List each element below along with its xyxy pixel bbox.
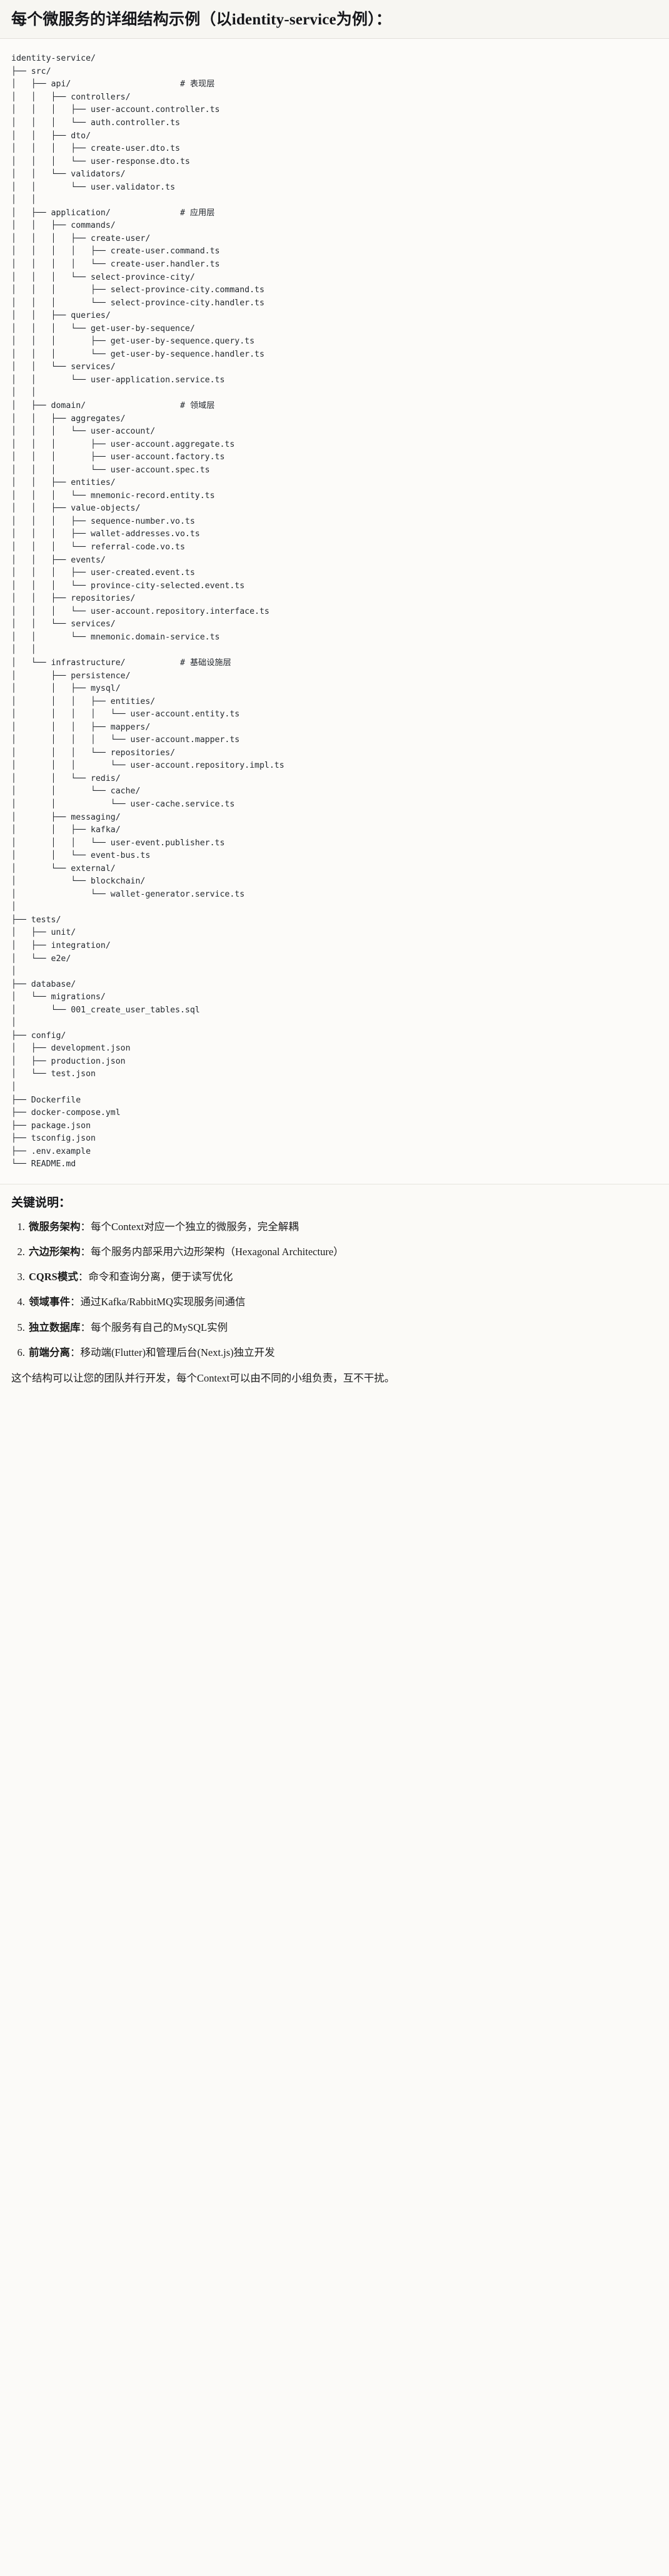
header: 每个微服务的详细结构示例（以identity-service为例）： xyxy=(0,0,669,39)
note-term: CQRS模式 xyxy=(29,1271,78,1283)
note-separator: ： xyxy=(70,1296,81,1308)
page-title: 每个微服务的详细结构示例（以identity-service为例）： xyxy=(11,11,392,28)
note-term: 前端分离 xyxy=(29,1346,70,1358)
note-description: 通过Kafka/RabbitMQ实现服务间通信 xyxy=(80,1296,246,1308)
note-term: 独立数据库 xyxy=(29,1321,81,1333)
note-term: 六边形架构 xyxy=(29,1245,81,1258)
list-item: 六边形架构：每个服务内部采用六边形架构（Hexagonal Architectu… xyxy=(28,1245,658,1259)
list-item: 领域事件：通过Kafka/RabbitMQ实现服务间通信 xyxy=(28,1295,658,1309)
list-item: 微服务架构：每个Context对应一个独立的微服务，完全解耦 xyxy=(28,1220,658,1234)
note-term: 微服务架构 xyxy=(29,1220,81,1233)
note-description: 移动端(Flutter)和管理后台(Next.js)独立开发 xyxy=(80,1346,275,1358)
note-description: 命令和查询分离，便于读写优化 xyxy=(88,1271,233,1283)
note-description: 每个Context对应一个独立的微服务，完全解耦 xyxy=(91,1220,299,1233)
page-root: 每个微服务的详细结构示例（以identity-service为例）： ident… xyxy=(0,0,669,1399)
closing-paragraph: 这个结构可以让您的团队并行开发，每个Context可以由不同的小组负责，互不干扰… xyxy=(11,1372,395,1385)
note-separator: ： xyxy=(80,1220,91,1233)
directory-tree-block: identity-service/ ├── src/ │ ├── api/ # … xyxy=(0,39,669,1184)
key-points-heading: 关键说明： xyxy=(11,1196,71,1209)
list-item: 独立数据库：每个服务有自己的MySQL实例 xyxy=(28,1321,658,1335)
note-separator: ： xyxy=(80,1321,91,1333)
list-item: CQRS模式：命令和查询分离，便于读写优化 xyxy=(28,1270,658,1284)
note-separator: ： xyxy=(70,1346,81,1358)
note-description: 每个服务有自己的MySQL实例 xyxy=(91,1321,228,1333)
list-item: 前端分离：移动端(Flutter)和管理后台(Next.js)独立开发 xyxy=(28,1346,658,1360)
key-points-list: 微服务架构：每个Context对应一个独立的微服务，完全解耦 六边形架构：每个服… xyxy=(11,1220,658,1360)
note-description: 每个服务内部采用六边形架构（Hexagonal Architecture） xyxy=(91,1245,344,1258)
directory-tree: identity-service/ ├── src/ │ ├── api/ # … xyxy=(11,54,284,1169)
note-term: 领域事件 xyxy=(29,1296,70,1308)
note-separator: ： xyxy=(80,1245,91,1258)
note-separator: ： xyxy=(78,1271,89,1283)
key-points-section: 关键说明： 微服务架构：每个Context对应一个独立的微服务，完全解耦 六边形… xyxy=(0,1184,669,1400)
